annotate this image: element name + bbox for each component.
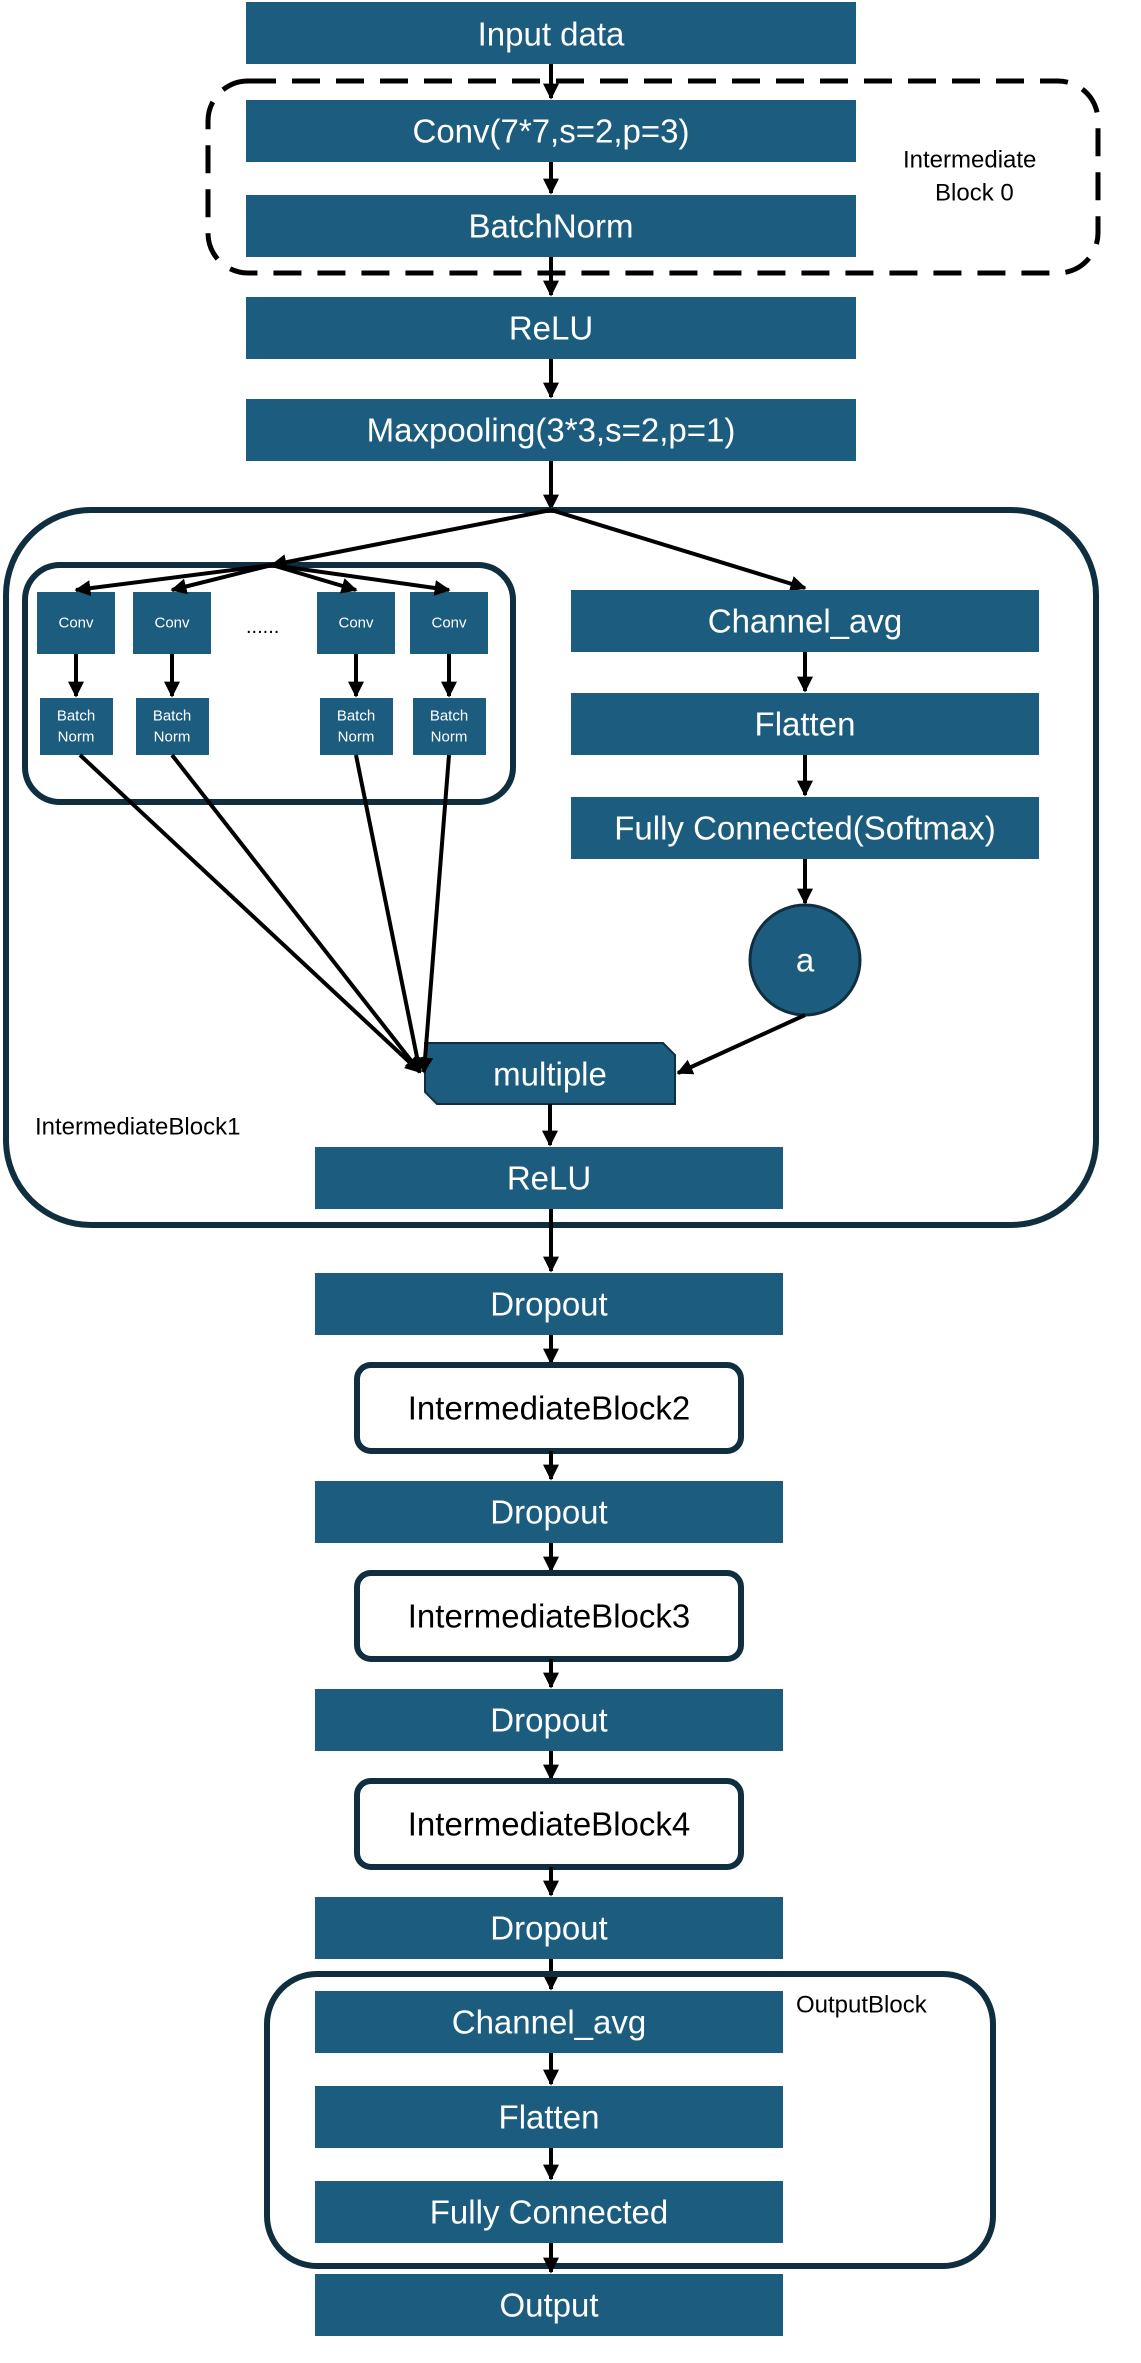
arrow-a-multiple: [676, 1013, 806, 1075]
conv7-label: Conv(7*7,s=2,p=3): [412, 113, 689, 150]
output-channel-avg-label: Channel_avg: [452, 2004, 647, 2041]
branch-conv-box: [410, 592, 488, 654]
branch-conv-label: Conv: [431, 615, 467, 632]
arrow-bn-to-multiple: [354, 754, 425, 1074]
multiple-box: [424, 1042, 676, 1105]
output-box: [315, 2274, 783, 2336]
intermediate-block-4-label: IntermediateBlock4: [408, 1806, 690, 1843]
channel-avg-box: [571, 590, 1039, 652]
branch-conv-label: Conv: [154, 615, 190, 632]
branch-conv-box: [133, 592, 211, 654]
branch-batchnorm-box: [320, 698, 393, 755]
branch-batchnorm-box: [40, 698, 113, 755]
branch-ellipsis: ......: [246, 616, 279, 638]
arrow-split-to-channel-avg: [550, 508, 807, 592]
dropout-label: Dropout: [490, 1286, 607, 1323]
a-node-label: a: [796, 942, 815, 979]
dropout-label: Dropout: [490, 1910, 607, 1947]
branch-batchnorm-label-line1: Batch: [337, 708, 375, 725]
arrow-fan-to-conv: [271, 563, 451, 596]
dropout-box: [315, 1897, 783, 1959]
arrow-split-to-branches: [270, 508, 552, 571]
channel-avg-label: Channel_avg: [708, 603, 903, 640]
branch-batchnorm-label-line2: Norm: [58, 729, 95, 746]
arrow-bn-to-multiple: [78, 753, 422, 1074]
dropout-label: Dropout: [490, 1494, 607, 1531]
dropout-box: [315, 1689, 783, 1751]
branch-batchnorm-box: [413, 698, 486, 755]
branch-batchnorm-box: [136, 698, 209, 755]
arrow-bn-to-multiple: [170, 753, 422, 1074]
output-label: Output: [499, 2287, 598, 2324]
intermediate-block-0-container: [205, 78, 1101, 276]
maxpool-box: [246, 399, 856, 461]
relu-top-box: [246, 297, 856, 359]
intermediate-block-3-label: IntermediateBlock3: [408, 1598, 690, 1635]
dropout-box: [315, 1481, 783, 1543]
flatten-label: Flatten: [755, 706, 856, 743]
output-fc-box: [315, 2181, 783, 2243]
branch-batchnorm-label-line1: Batch: [430, 708, 468, 725]
maxpool-label: Maxpooling(3*3,s=2,p=1): [367, 412, 736, 449]
output-fc-label: Fully Connected: [430, 2194, 668, 2231]
intermediate-block-2-label: IntermediateBlock2: [408, 1390, 690, 1427]
intermediate-block-1-label: IntermediateBlock1: [35, 1114, 240, 1141]
output-flatten-box: [315, 2086, 783, 2148]
block1-relu-label: ReLU: [507, 1160, 591, 1197]
branch-conv-label: Conv: [338, 615, 374, 632]
branch-conv-label: Conv: [58, 615, 94, 632]
branch-batchnorm-label-line1: Batch: [57, 708, 95, 725]
intermediate-block-0-label-line2: Block 0: [935, 180, 1014, 207]
arrow-fan-to-conv: [271, 563, 358, 594]
multiple-label: multiple: [493, 1056, 607, 1093]
relu-top-label: ReLU: [509, 310, 593, 347]
batchnorm-label: BatchNorm: [468, 208, 633, 245]
intermediate-block-0-label-line1: Intermediate: [903, 147, 1036, 174]
dropout-label: Dropout: [490, 1702, 607, 1739]
fc-softmax-box: [571, 797, 1039, 859]
block1-relu-box: [315, 1147, 783, 1209]
input-data-label: Input data: [478, 16, 625, 53]
branch-batchnorm-label-line1: Batch: [153, 708, 191, 725]
output-flatten-label: Flatten: [499, 2099, 600, 2136]
input-data-box: [246, 2, 856, 64]
output-channel-avg-box: [315, 1991, 783, 2053]
branch-batchnorm-label-line2: Norm: [431, 729, 468, 746]
branch-batchnorm-label-line2: Norm: [338, 729, 375, 746]
branch-conv-box: [37, 592, 115, 654]
output-block-label: OutputBlock: [796, 1992, 928, 2019]
fc-softmax-label: Fully Connected(Softmax): [614, 810, 995, 847]
arrow-bn-to-multiple: [417, 754, 451, 1074]
conv7-box: [246, 100, 856, 162]
output-block-container: [264, 1971, 996, 2269]
flatten-box: [571, 693, 1039, 755]
arrow-fan-to-conv: [74, 563, 273, 597]
arrow-fan-to-conv: [170, 563, 273, 595]
batchnorm-box: [246, 195, 856, 257]
branch-conv-box: [317, 592, 395, 654]
dropout-box: [315, 1273, 783, 1335]
branch-batchnorm-label-line2: Norm: [154, 729, 191, 746]
